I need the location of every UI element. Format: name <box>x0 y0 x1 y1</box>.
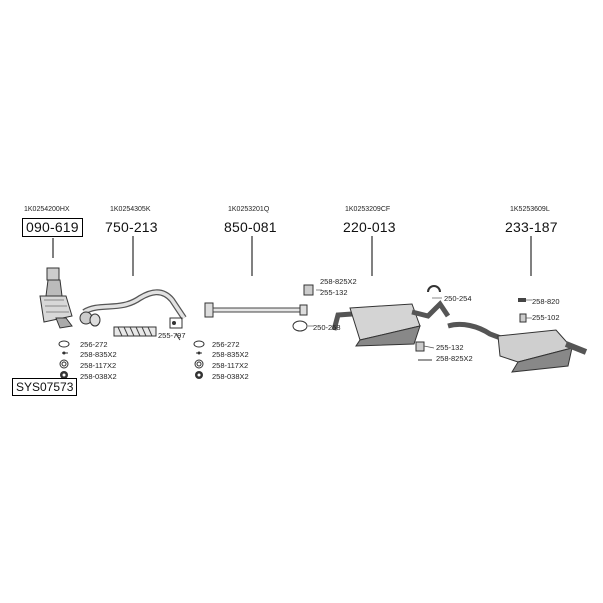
label-bolt-4b: 258-825X2 <box>436 354 473 363</box>
label-seal-4: 250-258 <box>313 323 341 332</box>
label-nut-3: 258-038X2 <box>212 372 249 381</box>
oe-number-catalyst: 1K0254200HX <box>24 206 70 213</box>
label-bracket: 255-797 <box>158 331 186 340</box>
rear-silencer-drawing <box>447 298 588 373</box>
label-clamp-4a: 255-132 <box>320 288 348 297</box>
label-bolt-1: 258-835X2 <box>80 350 117 359</box>
middle-silencer-drawing <box>292 284 451 361</box>
label-spring-1: 258-117X2 <box>80 361 117 370</box>
label-mount-5: 258-820 <box>532 297 560 306</box>
label-bolt-3: 258-835X2 <box>212 350 249 359</box>
label-clamp-4b: 255-132 <box>436 343 464 352</box>
system-code-badge: SYS07573 <box>12 378 78 396</box>
label-bolt-4a: 258-825X2 <box>320 277 357 286</box>
gasket-clamp-icons-1 <box>58 340 70 379</box>
oe-number-middle-silencer: 1K0253209CF <box>345 206 391 213</box>
oe-number-middle-pipe: 1K0253201Q <box>228 206 270 213</box>
middle-pipe-drawing <box>204 302 308 318</box>
part-number-rear-silencer[interactable]: 233-187 <box>505 219 558 235</box>
label-spring-3: 258-117X2 <box>212 361 249 370</box>
oe-number-rear-silencer: 1K5253609L <box>510 206 550 213</box>
catalytic-converter-drawing <box>39 267 73 329</box>
part-number-middle-pipe[interactable]: 850-081 <box>224 219 277 235</box>
label-clamp-5: 255-102 <box>532 313 560 322</box>
label-gasket-1: 256-272 <box>80 340 108 349</box>
front-pipe-drawing <box>79 289 187 327</box>
label-gasket-3: 256-272 <box>212 340 240 349</box>
flex-joint-drawing <box>113 326 157 337</box>
part-number-front-pipe[interactable]: 750-213 <box>105 219 158 235</box>
oe-number-front-pipe: 1K0254305K <box>110 206 151 213</box>
label-nut-1: 258-038X2 <box>80 372 117 381</box>
part-number-middle-silencer[interactable]: 220-013 <box>343 219 396 235</box>
gasket-clamp-icons-3 <box>193 340 205 379</box>
bracket-drawing <box>169 317 183 341</box>
part-number-catalyst[interactable]: 090-619 <box>22 218 83 237</box>
label-clamp-ring-4: 250-254 <box>444 294 472 303</box>
